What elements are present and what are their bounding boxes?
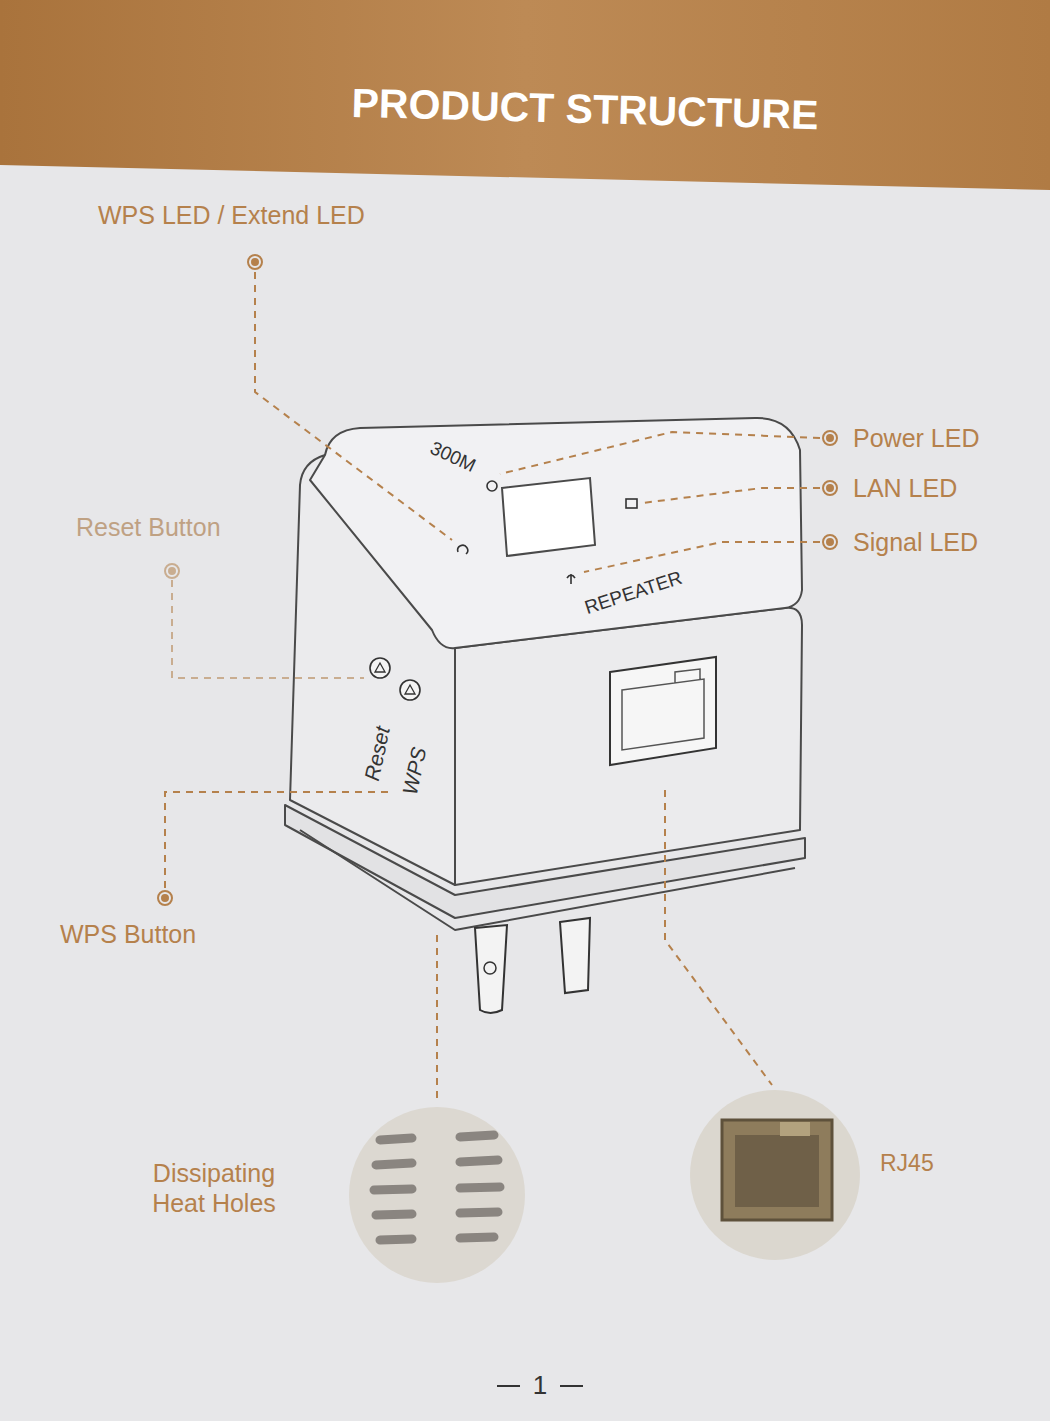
page-dash <box>560 1385 583 1387</box>
leader-line <box>665 790 772 1085</box>
page-dash <box>497 1385 520 1387</box>
vent-slot <box>374 1189 412 1190</box>
power-icon <box>487 481 497 491</box>
vent-slot <box>460 1160 498 1162</box>
rj45-port <box>610 657 716 765</box>
callout-dot <box>248 255 262 269</box>
header-band <box>0 0 1050 190</box>
rj45-detail <box>722 1120 832 1220</box>
part-label: Reset Button <box>76 513 221 542</box>
leader-line <box>584 542 820 572</box>
repeater-device <box>285 418 805 930</box>
part-label: Power LED <box>853 424 979 453</box>
part-label: Dissipating Heat Holes <box>128 1158 300 1218</box>
leader-line <box>642 488 820 503</box>
callout-dot <box>252 259 258 265</box>
wps-icon <box>458 545 468 554</box>
leader-line <box>172 580 364 678</box>
plug-prong <box>560 918 590 993</box>
rj45-port-inner <box>622 669 704 750</box>
part-label: RJ45 <box>880 1150 934 1176</box>
leader-lines <box>165 272 820 1100</box>
wps-button-icon <box>405 685 415 694</box>
vent-slot <box>460 1187 500 1188</box>
callout-dot <box>823 481 837 495</box>
leader-line <box>436 935 438 1100</box>
lan-icon <box>626 499 637 508</box>
leader-line <box>500 432 820 474</box>
base-flange <box>285 805 805 918</box>
callout-dot <box>162 895 168 901</box>
reset-button-icon <box>375 663 385 672</box>
callout-dot <box>827 539 833 545</box>
detail-circle <box>349 1107 525 1283</box>
vent-slot <box>380 1138 412 1140</box>
rj45-detail-clip <box>780 1122 810 1136</box>
base-edge <box>300 830 795 930</box>
display-window <box>502 478 595 556</box>
callout-dots <box>158 255 837 905</box>
part-label: WPS Button <box>60 920 196 949</box>
signal-icon <box>567 574 575 584</box>
vent-slot <box>380 1239 412 1240</box>
wps-button <box>400 680 420 700</box>
detail-circle <box>690 1090 860 1260</box>
callout-dot <box>823 431 837 445</box>
vent-slot <box>376 1214 412 1215</box>
part-label: LAN LED <box>853 474 957 503</box>
callout-dot <box>823 535 837 549</box>
prong-hole <box>484 962 496 974</box>
callout-dot <box>827 435 833 441</box>
reset-button <box>370 658 390 678</box>
rj45-detail-inner <box>735 1135 819 1207</box>
vent-slot <box>376 1163 412 1165</box>
part-label: WPS LED / Extend LED <box>98 201 365 230</box>
part-label: Signal LED <box>853 528 978 557</box>
leader-line <box>255 272 452 540</box>
heat-holes <box>374 1135 500 1240</box>
page-number: 1 <box>533 1371 547 1401</box>
vent-slot <box>460 1135 494 1137</box>
top-face <box>310 418 802 648</box>
leader-line <box>165 792 388 888</box>
vent-slot <box>460 1237 494 1238</box>
vent-slot <box>460 1212 498 1213</box>
callout-dot <box>158 891 172 905</box>
front-face <box>455 608 802 885</box>
callout-dot <box>169 568 175 574</box>
callout-dot <box>827 485 833 491</box>
callout-dot <box>165 564 179 578</box>
plug-prong <box>475 925 507 1013</box>
